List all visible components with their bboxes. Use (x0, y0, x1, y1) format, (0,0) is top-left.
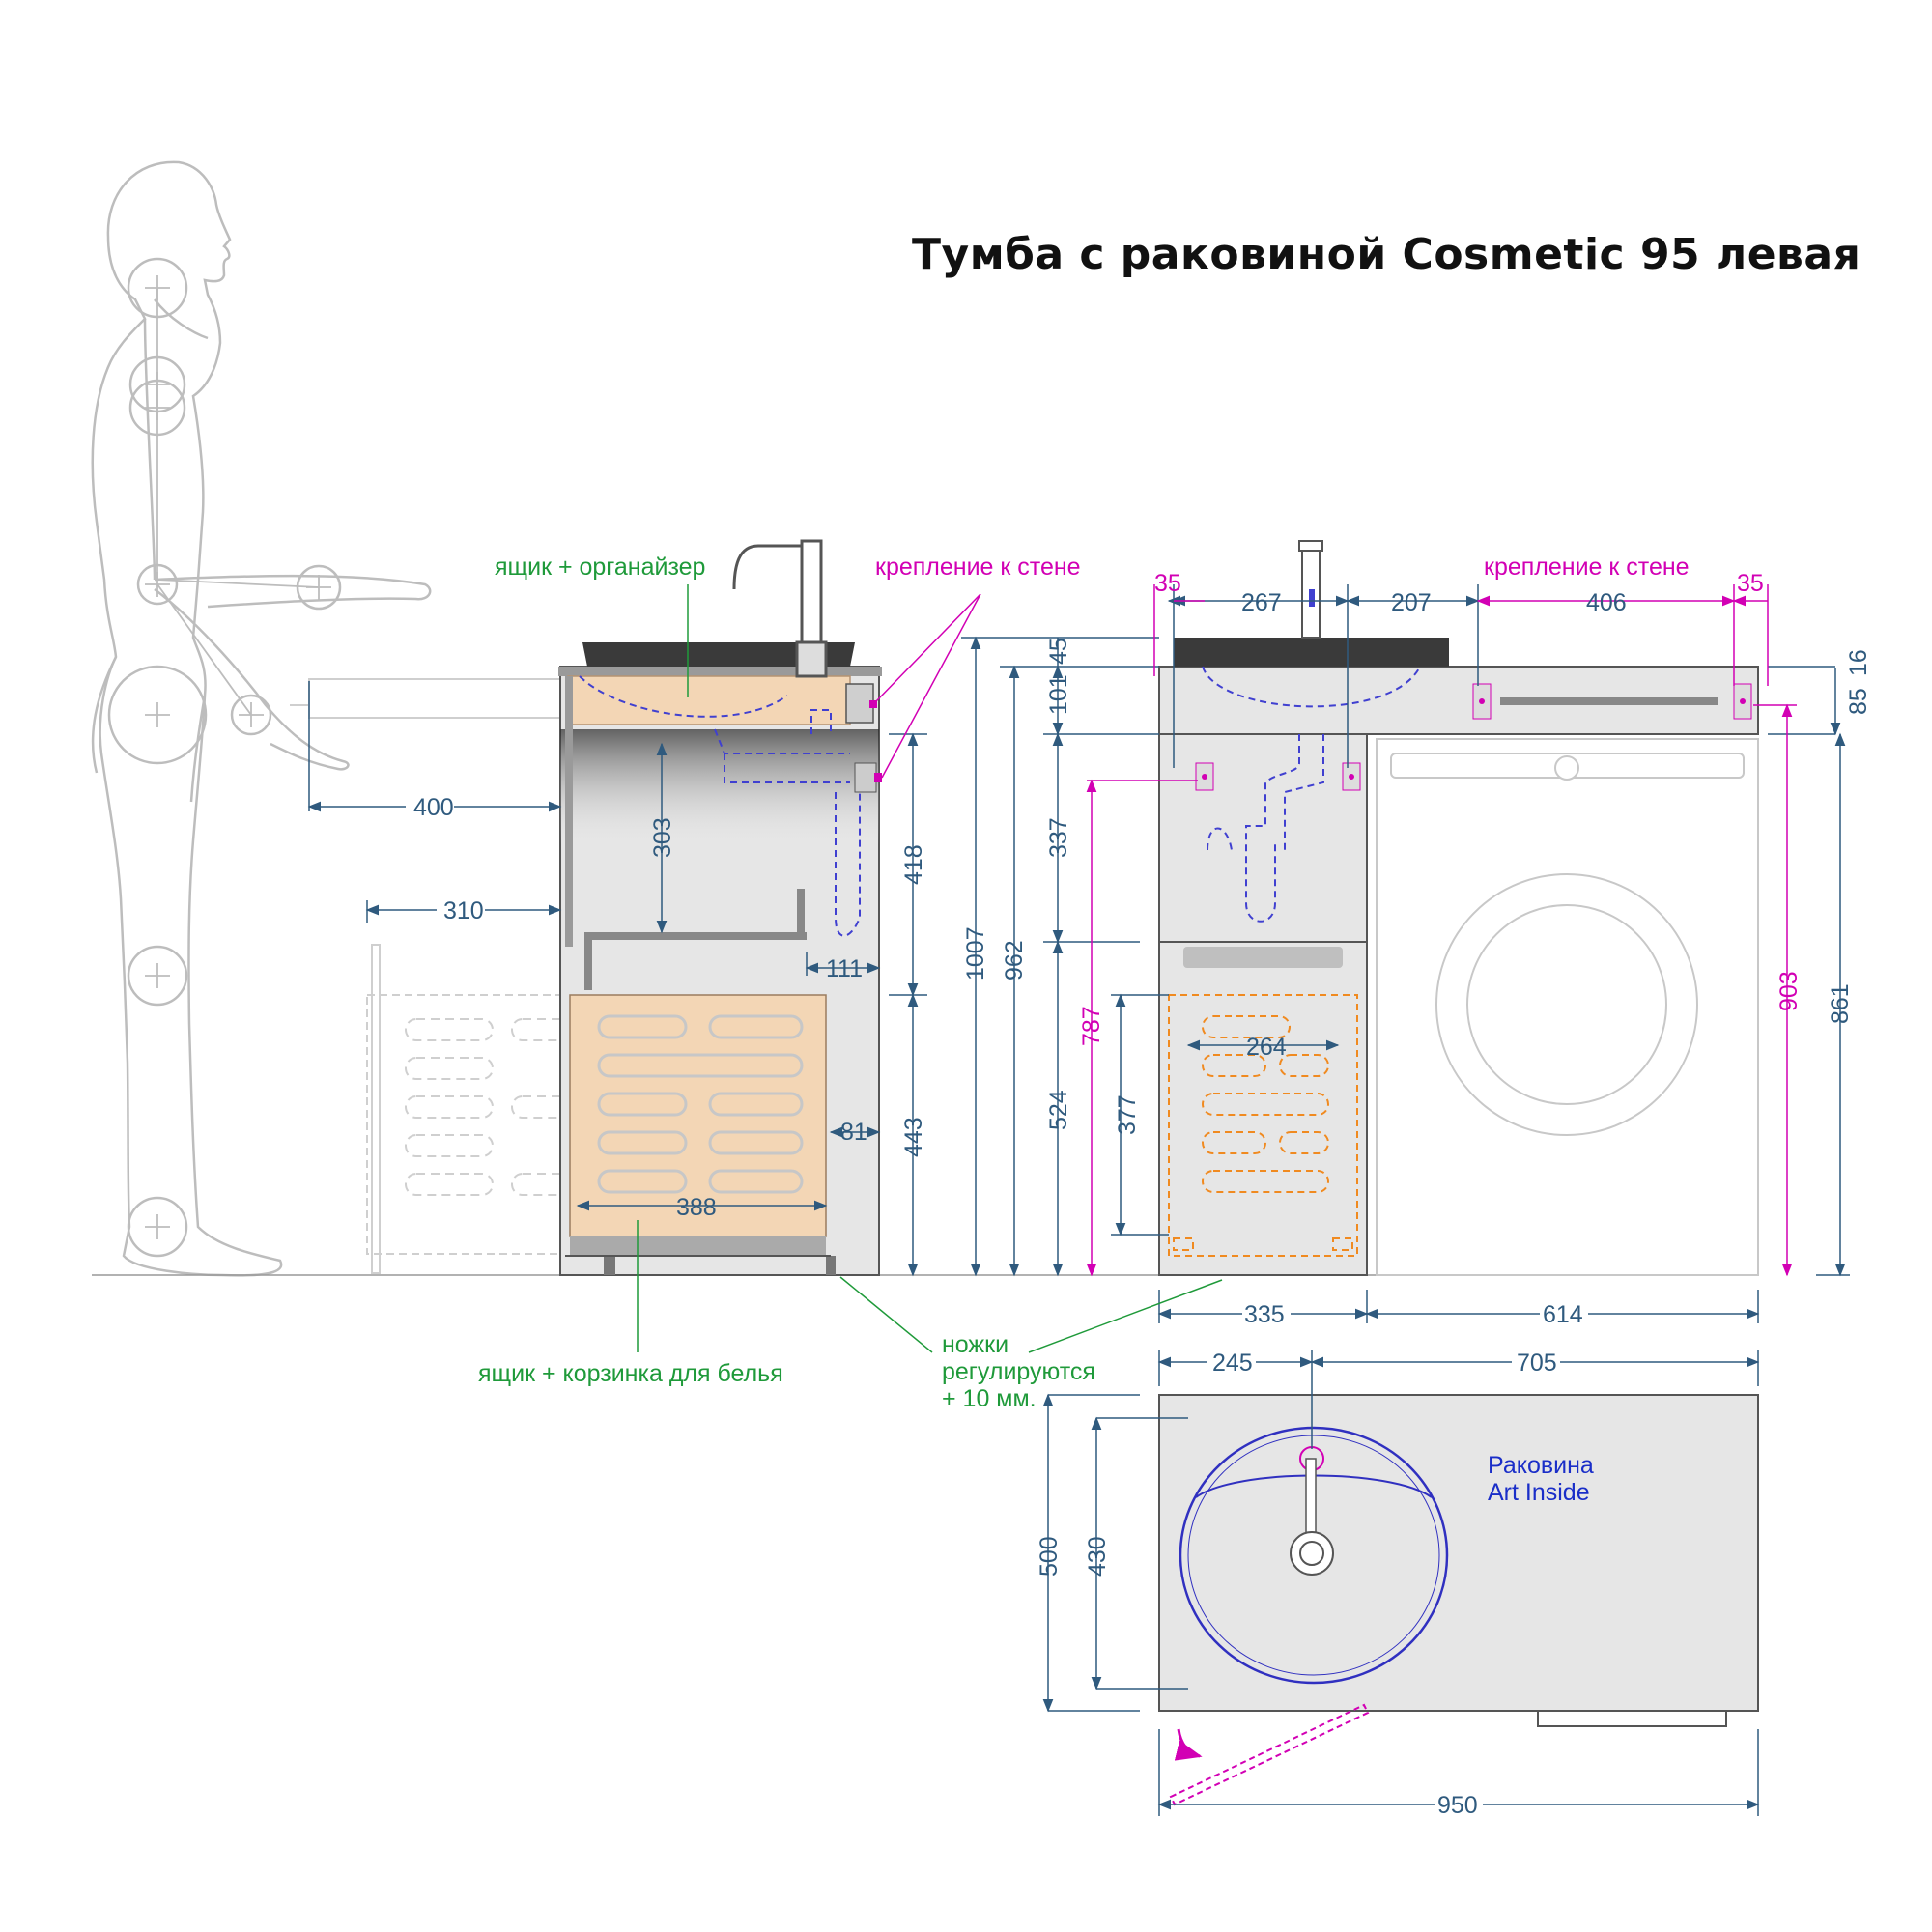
dim-337: 337 (1045, 817, 1072, 858)
dim-443: 443 (900, 1117, 927, 1157)
dim-101: 101 (1045, 674, 1072, 715)
side-view-cabinet (558, 539, 882, 1276)
dim-614: 614 (1543, 1301, 1583, 1328)
wall-mount-dimensions (875, 584, 1797, 1277)
dim-335: 335 (1244, 1301, 1285, 1328)
dim-861: 861 (1827, 983, 1854, 1024)
dim-303: 303 (649, 817, 676, 858)
dim-85: 85 (1845, 688, 1872, 715)
front-view-cabinet (1158, 540, 1759, 1276)
dim-418: 418 (900, 844, 927, 885)
dim-903: 903 (1776, 971, 1803, 1011)
front-basket-outline (1168, 994, 1358, 1257)
label-legs-1: ножки (942, 1331, 1009, 1358)
dim-310: 310 (443, 897, 484, 924)
dim-962: 962 (1001, 940, 1028, 980)
side-dimension-labels: 400 310 303 111 418 443 81 388 (406, 792, 927, 1221)
dim-950: 950 (1437, 1792, 1478, 1819)
label-drawer-organizer: ящик + органайзер (495, 554, 705, 581)
label-legs-2: регулируются (942, 1358, 1095, 1385)
top-dimension-labels: 245 705 500 430 950 (1036, 1348, 1560, 1819)
leader-lines (637, 584, 1223, 1353)
dim-377: 377 (1114, 1094, 1141, 1135)
dim-524: 524 (1045, 1090, 1072, 1130)
dim-267: 267 (1241, 589, 1282, 616)
label-wall-mount-front: крепление к стене (1484, 554, 1690, 581)
dim-787: 787 (1078, 1006, 1105, 1046)
dim-705: 705 (1517, 1350, 1557, 1377)
dim-35-right: 35 (1737, 570, 1764, 597)
dim-207: 207 (1391, 589, 1432, 616)
dim-81: 81 (840, 1119, 867, 1146)
dim-264: 264 (1246, 1034, 1287, 1061)
label-legs-3: + 10 мм. (942, 1385, 1037, 1412)
front-dimension-labels: 35 267 207 406 35 45 101 16 85 1007 962 … (962, 570, 1872, 1328)
front-faucet (1298, 540, 1323, 639)
dim-500: 500 (1036, 1536, 1063, 1577)
dim-400: 400 (413, 794, 454, 821)
side-drain-pipe (579, 675, 861, 937)
dim-111: 111 (826, 955, 863, 982)
side-faucet (732, 539, 828, 678)
dim-16: 16 (1845, 649, 1872, 676)
front-drain-pipe (1207, 734, 1324, 923)
dim-406: 406 (1586, 589, 1627, 616)
label-sink-2: Art Inside (1488, 1479, 1590, 1506)
dim-388: 388 (676, 1194, 717, 1221)
dim-430: 430 (1084, 1536, 1111, 1577)
dim-35-left: 35 (1154, 570, 1181, 597)
dim-1007: 1007 (962, 926, 989, 980)
human-figure (91, 160, 432, 1277)
label-drawer-basket: ящик + корзинка для белья (478, 1360, 783, 1387)
page-title: Тумба с раковиной Cosmetic 95 левая (912, 230, 1861, 279)
label-sink-1: Раковина (1488, 1452, 1594, 1479)
dim-45: 45 (1045, 638, 1072, 665)
top-view (1158, 1394, 1759, 1806)
label-wall-mount-side: крепление к стене (875, 554, 1081, 581)
dim-245: 245 (1212, 1350, 1253, 1377)
washing-machine (1376, 738, 1759, 1276)
